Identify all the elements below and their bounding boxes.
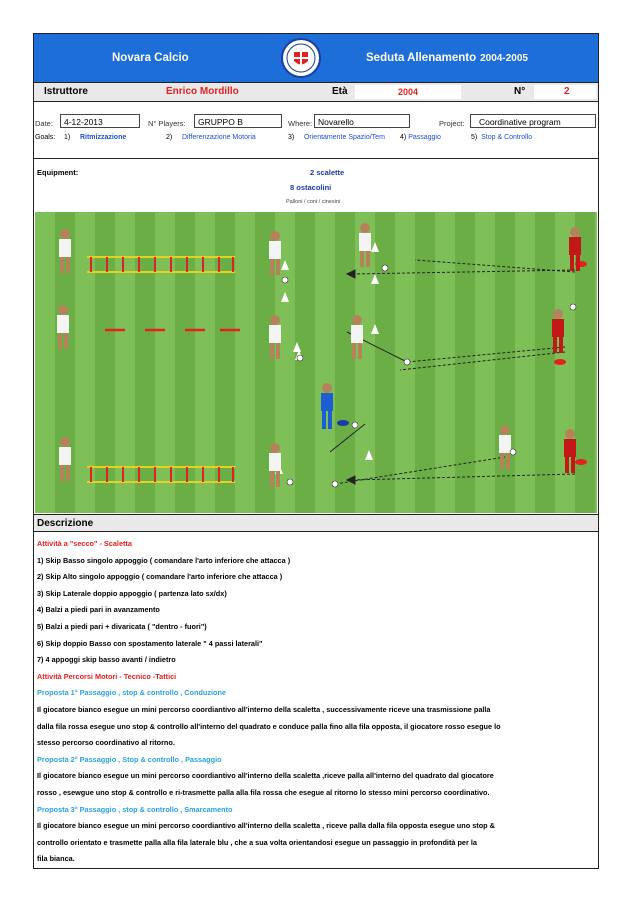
player-white-7 (351, 315, 363, 359)
player-white-8 (269, 443, 281, 487)
description-line: 5) Balzi a piedi pari + divaricata ( "de… (37, 621, 207, 631)
player-white-1 (59, 229, 71, 273)
description-line: dalla fila rossa esegue uno stop & contr… (37, 721, 501, 731)
description-line: Proposta 3° Passaggio , stop & controllo… (37, 804, 233, 814)
agility-ladder-top (87, 256, 235, 273)
description-line: 1) Skip Basso singolo appoggio ( comanda… (37, 555, 291, 565)
where-label: Where: (288, 119, 313, 128)
description-line: Il giocatore bianco esegue un mini perco… (37, 821, 495, 831)
description-line: 6) Skip doppio Basso con spostamento lat… (37, 638, 263, 648)
goals-label: Goals: (35, 134, 56, 141)
description-heading: Descrizione (34, 514, 598, 532)
description-line: rosso , esewgue uno stop & controllo e r… (37, 787, 490, 797)
players-field: GRUPPO B (194, 114, 282, 128)
number-value: 2 (564, 86, 570, 97)
description-line: fila bianca. (37, 854, 75, 864)
project-field: Coordinative program (470, 114, 596, 128)
goal-item-1: 1) Ritmizzazione (64, 134, 127, 141)
field-diagram (57, 223, 587, 488)
training-field-image (35, 212, 597, 513)
player-white-4 (269, 231, 281, 275)
description-line: 3) Skip Laterale doppio appoggio ( parte… (37, 588, 227, 598)
description-line: Attività Percorsi Motori - Tecnico -Tatt… (37, 671, 177, 681)
player-red-3 (564, 429, 576, 473)
description-line: Il giocatore bianco esegue un mini perco… (37, 704, 491, 714)
project-label: Project: (439, 119, 465, 128)
info-row: Istruttore Enrico Mordillo Età 2004 N° 2 (34, 82, 598, 102)
equipment-item-2: 8 ostacolini (290, 183, 332, 192)
disc-markers (337, 261, 587, 465)
description-line: Proposta 1° Passaggio , stop & controllo… (37, 688, 227, 698)
player-white-3 (59, 437, 71, 481)
age-value: 2004 (398, 87, 419, 97)
players (57, 223, 581, 487)
description-line: 4) Balzi a piedi pari in avanzamento (37, 605, 160, 615)
goal-item-4: 4) Passaggio (400, 134, 441, 141)
description-line: stesso percorso coordinativo al ritorno. (37, 738, 175, 748)
goal-item-2: 2) Differenzazione Motoria (166, 134, 256, 141)
age-label: Età (332, 86, 348, 97)
divider (34, 158, 598, 159)
trainer-name: Enrico Mordillo (166, 86, 239, 97)
balls (281, 264, 577, 488)
description-line: Il giocatore bianco esegue un mini perco… (37, 771, 494, 781)
club-name: Novara Calcio (112, 52, 189, 64)
description-line: 7) 4 appoggi skip basso avanti / indietr… (37, 655, 176, 665)
trainer-label: Istruttore (44, 86, 88, 97)
player-red-1 (569, 227, 581, 271)
goal-item-5: 5) Stop & Controllo (471, 134, 533, 141)
description-line: Attività a "secco" - Scaletta (37, 539, 132, 548)
number-label: N° (514, 86, 526, 97)
date-label: Date: (35, 119, 53, 128)
description-line: Proposta 2° Passaggio , Stop & controllo… (37, 754, 222, 764)
number-box (534, 85, 596, 99)
equipment-item-3: Palloni / coni / cinesini (286, 199, 341, 205)
player-white-2 (57, 305, 69, 349)
equipment-label: Equipment: (37, 168, 79, 177)
date-field: 4-12-2013 (60, 114, 140, 128)
description-line: 2) Skip Alto singolo appoggio ( comandar… (37, 572, 283, 582)
equipment-item-1: 2 scalette (310, 168, 345, 177)
player-blue (321, 383, 333, 429)
description-line: controllo orientato e trasmette palla al… (37, 837, 477, 847)
agility-ladder-bottom (87, 466, 235, 483)
player-red-2 (552, 309, 564, 353)
player-white-6 (269, 315, 281, 359)
age-box (355, 85, 461, 99)
goal-item-3: 3) Orientamente Spazio/Tem (288, 134, 385, 141)
session-years: 2004-2005 (480, 53, 528, 64)
movement-arrows (329, 259, 576, 485)
cones (275, 242, 379, 474)
description-body: Attività a "secco" - Scaletta 1) Skip Bas… (37, 536, 595, 868)
where-field: Novarello (314, 114, 410, 128)
club-crest-icon (281, 38, 321, 78)
player-white-9 (499, 425, 511, 469)
player-white-5 (359, 223, 371, 267)
players-label: N° Players: (148, 119, 186, 128)
